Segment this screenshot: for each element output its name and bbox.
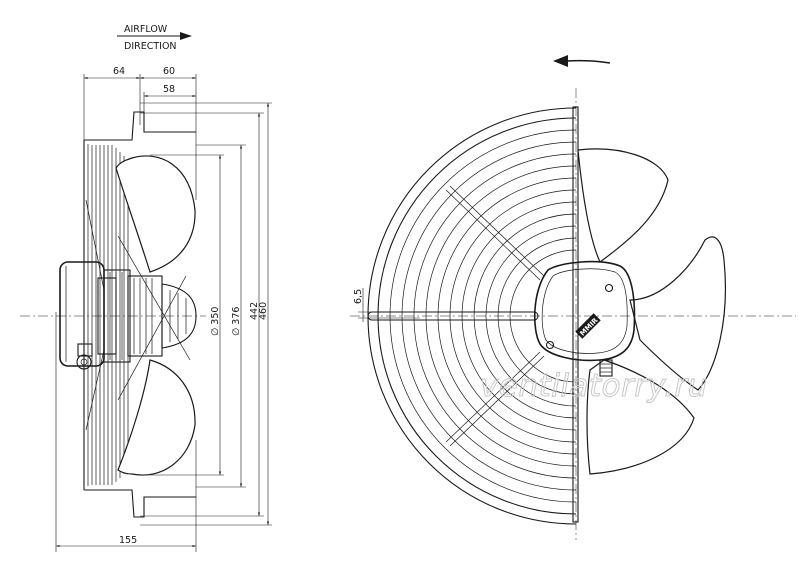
airflow-direction-label: AIRFLOW DIRECTION [117, 24, 192, 52]
mounting-frame-side [83, 111, 196, 518]
nameplate: MMIR [575, 313, 601, 339]
dimension-64: 64 [113, 66, 125, 77]
dimension-60: 60 [163, 66, 175, 77]
side-view: AIRFLOW DIRECTION 64 60 58 155 [20, 24, 272, 552]
mounting-flange [572, 106, 579, 523]
dimension-155: 155 [119, 535, 137, 546]
airflow-arrowhead [180, 32, 192, 40]
motor-side [59, 261, 131, 370]
top-dimensions: 64 60 58 [83, 66, 197, 200]
offset-dimension: 6,5 [353, 288, 420, 322]
dimension-442: 442 [249, 302, 260, 320]
dimension-58: 58 [163, 84, 175, 95]
motor-front: MMIR [533, 260, 636, 377]
cable-gland-front [599, 359, 613, 377]
fan-blades-front [577, 148, 727, 475]
fan-blades-side [115, 155, 197, 476]
bottom-dimension: 155 [55, 312, 197, 552]
dimension-6-5: 6,5 [353, 289, 364, 304]
airflow-label-line1: AIRFLOW [124, 24, 168, 35]
airflow-label-line2: DIRECTION [124, 41, 177, 52]
dimension-460: 460 [258, 302, 269, 320]
diameter-dimensions: ∅ 350 ∅ 376 442 460 [140, 102, 272, 526]
rotation-direction-arrow [553, 55, 611, 67]
front-view: 6,5 [350, 55, 796, 540]
dimension-diameter-376: ∅ 376 [231, 307, 242, 336]
watermark-text: ventilatorry.ru [480, 368, 708, 404]
dimension-diameter-350: ∅ 350 [210, 307, 221, 336]
